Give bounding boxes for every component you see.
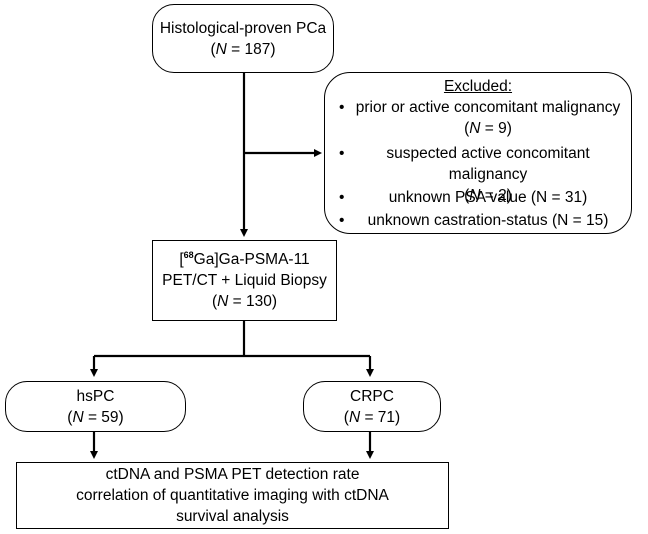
analysis-line: correlation of quantitative imaging with…	[76, 487, 389, 504]
hspc-box: hsPC (N = 59)	[5, 381, 186, 432]
psma-subtitle: PET/CT + Liquid Biopsy	[162, 272, 327, 289]
excluded-item: • suspected active concomitant malignanc…	[339, 145, 590, 204]
excluded-box: Excluded: • prior or active concomitant …	[324, 72, 632, 234]
crpc-label: CRPC	[350, 387, 394, 405]
excluded-item: • prior or active concomitant malignancy…	[339, 99, 621, 137]
analysis-line: ctDNA and PSMA PET detection rate	[105, 466, 360, 483]
cohort-count: (N = 187)	[210, 40, 276, 58]
hspc-count: (N = 59)	[67, 408, 124, 426]
excluded-item: • unknown castration-status (N = 15)	[339, 212, 609, 229]
hspc-label: hsPC	[76, 387, 115, 405]
cohort-title: Histological-proven PCa	[159, 19, 327, 37]
crpc-count: (N = 71)	[343, 408, 401, 426]
cohort-box: Histological-proven PCa (N = 187)	[152, 4, 334, 73]
excluded-title: Excluded:	[443, 78, 513, 95]
analysis-line: survival analysis	[176, 508, 289, 525]
analysis-box: ctDNA and PSMA PET detection rate correl…	[16, 462, 449, 529]
psma-count: (N = 130)	[211, 293, 278, 310]
excluded-item: • unknown PSA value (N = 31)	[339, 189, 588, 206]
psma-box: [68Ga]Ga-PSMA-11 PET/CT + Liquid Biopsy …	[152, 240, 337, 321]
crpc-box: CRPC (N = 71)	[303, 381, 441, 432]
psma-title: [68Ga]Ga-PSMA-11	[179, 250, 310, 269]
